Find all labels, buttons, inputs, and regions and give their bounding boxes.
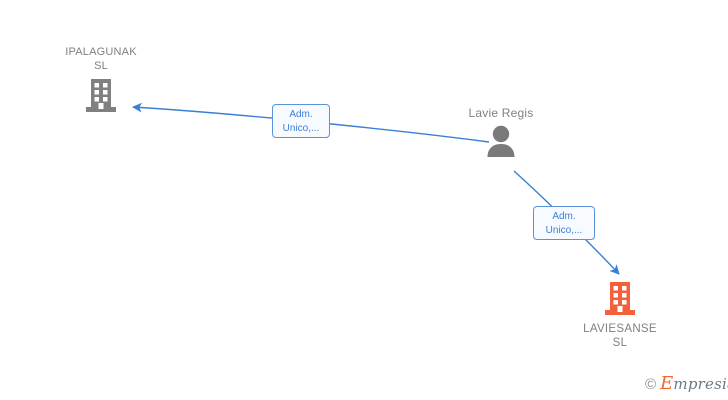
company-node-label: LAVIESANSE SL (583, 323, 657, 349)
empresia-watermark: © Empresia (645, 373, 728, 394)
brand-rest: mpresia (673, 375, 728, 393)
company-node-ipalagunak[interactable]: IPALAGUNAK SL (31, 45, 171, 114)
building-icon (86, 79, 116, 112)
person-icon (487, 125, 515, 157)
company-node-laviesanse[interactable]: LAVIESANSE SL (550, 281, 690, 350)
building-icon (605, 282, 635, 315)
copyright-icon: © (645, 375, 657, 393)
edge-line-lavie-to-ipalagunak (132, 102, 490, 143)
edge-label-lavie-to-laviesanse[interactable]: Adm. Unico,... (533, 206, 595, 240)
edge-label-lavie-to-ipalagunak[interactable]: Adm. Unico,... (272, 104, 330, 138)
brand-wordmark: Empresia (660, 373, 728, 394)
person-node-lavie-regis[interactable]: Lavie Regis (431, 106, 571, 158)
company-node-label: IPALAGUNAK SL (65, 46, 137, 72)
brand-initial: E (660, 373, 674, 394)
person-node-label: Lavie Regis (468, 106, 534, 120)
